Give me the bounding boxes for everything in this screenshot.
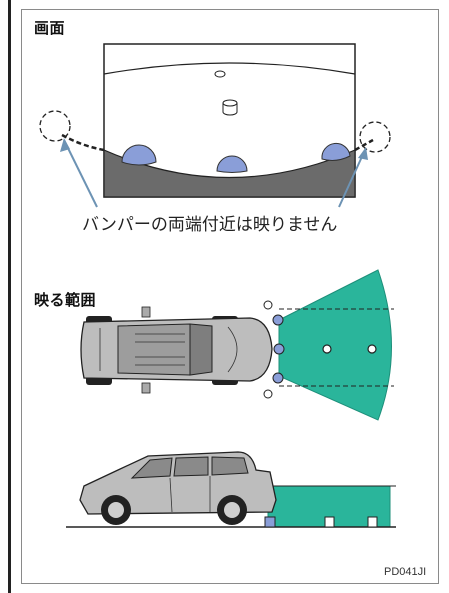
coverage-area-top (278, 269, 392, 421)
blind-spot-caption: バンパーの両端付近は映りません (82, 215, 338, 235)
top-sensor-upper (272, 314, 284, 326)
target-marker-near (322, 344, 332, 354)
top-sensor-center (273, 343, 285, 355)
corner-marker-lower (263, 389, 273, 399)
car-side-view (79, 451, 277, 528)
side-view-coverage (66, 485, 396, 528)
mirror-right (141, 382, 151, 394)
distant-object-small (214, 70, 226, 78)
bumper-sensor-center (216, 155, 248, 173)
arrow-left-head (60, 138, 70, 152)
left-margin-rule (8, 0, 11, 593)
ground-marker-2 (367, 516, 378, 528)
screen-section-title: 画面 (34, 19, 66, 37)
mirror-left (141, 306, 151, 318)
target-marker-far (367, 344, 377, 354)
top-sensor-lower (272, 372, 284, 384)
arrow-right-head (358, 147, 368, 160)
arrow-right-line (338, 149, 366, 208)
screen-horizon-line (103, 62, 356, 75)
car-top-view (80, 300, 285, 399)
bumper-sensor-left (121, 144, 157, 166)
figure-code: PD041JI (384, 566, 427, 578)
top-view-coverage (278, 269, 394, 421)
ground-marker-1 (324, 516, 335, 528)
blind-spot-circle-left (39, 110, 71, 142)
bumper-sensor-right (321, 142, 351, 161)
side-sensor (264, 516, 276, 528)
range-section-title: 映る範囲 (34, 291, 97, 309)
camera-screen-view (39, 43, 391, 208)
arrow-left-line (63, 139, 98, 208)
blind-spot-circle-right (359, 121, 391, 153)
bumper-edge-dashed-right (354, 138, 374, 152)
corner-marker-upper (263, 300, 273, 310)
